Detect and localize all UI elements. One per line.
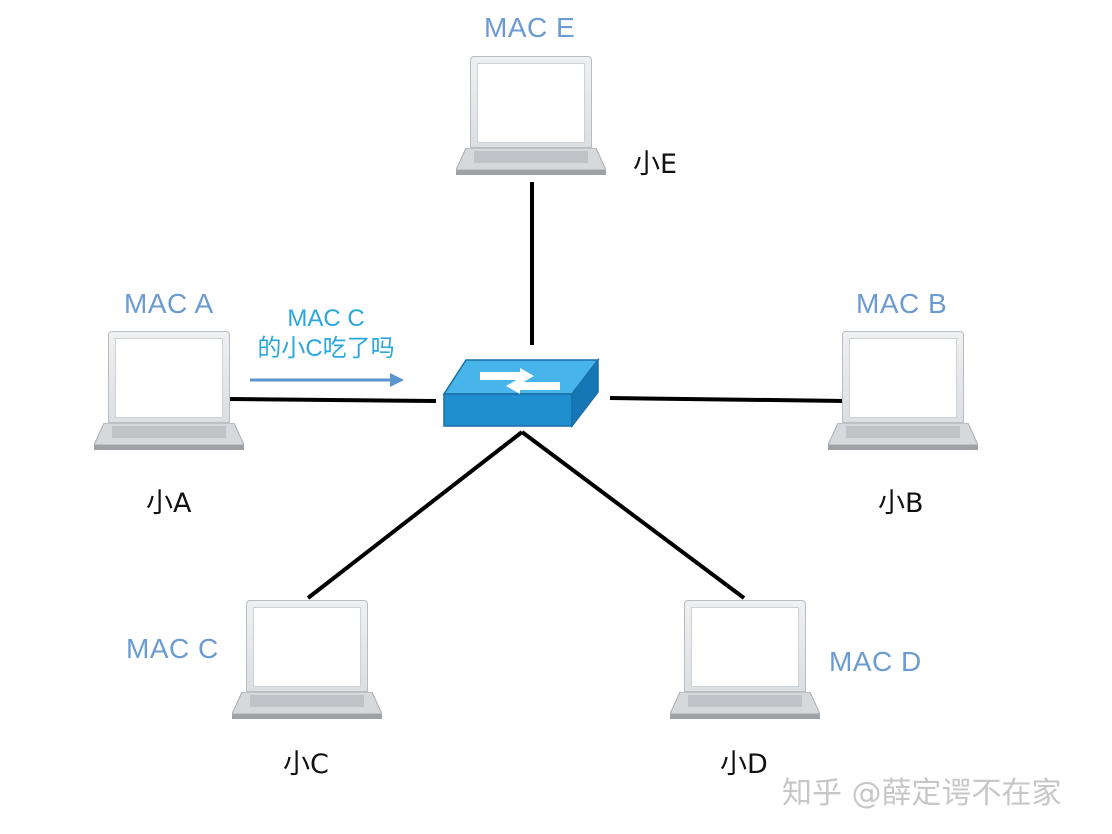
laptop-icon [94, 423, 244, 451]
link-b [609, 396, 847, 403]
laptop-a[interactable] [94, 331, 244, 456]
laptop-c[interactable] [232, 600, 382, 725]
laptop-screen [246, 600, 368, 692]
message-mac: MAC C [287, 305, 365, 332]
node-name-d: 小D [720, 749, 768, 780]
laptop-screen [470, 56, 592, 148]
laptop-icon [456, 148, 606, 176]
frame-message: MAC C 的小C吃了吗 [246, 304, 406, 364]
node-name-c: 小C [283, 749, 329, 780]
mac-label-e: MAC E [484, 12, 576, 43]
node-name-a: 小A [146, 488, 192, 519]
link-d [520, 430, 746, 600]
laptop-d[interactable] [670, 600, 820, 725]
mac-label-c: MAC C [126, 633, 219, 664]
mac-label-a: MAC A [124, 288, 214, 319]
node-name-b: 小B [878, 488, 924, 519]
laptop-icon [670, 692, 820, 720]
message-text: 的小C吃了吗 [257, 335, 395, 362]
switch-icon[interactable] [442, 357, 600, 430]
link-a [229, 397, 437, 403]
laptop-e[interactable] [456, 56, 606, 181]
link-c [306, 430, 524, 600]
laptop-icon [232, 692, 382, 720]
laptop-screen [842, 331, 964, 423]
laptop-icon [828, 423, 978, 451]
laptop-screen [684, 600, 806, 692]
laptop-b[interactable] [828, 331, 978, 456]
watermark: 知乎 @薛定谔不在家 [782, 776, 1062, 811]
arrow-right-icon [250, 373, 404, 387]
node-name-e: 小E [633, 149, 678, 180]
laptop-screen [108, 331, 230, 423]
mac-label-b: MAC B [856, 288, 948, 319]
mac-label-d: MAC D [829, 646, 922, 677]
